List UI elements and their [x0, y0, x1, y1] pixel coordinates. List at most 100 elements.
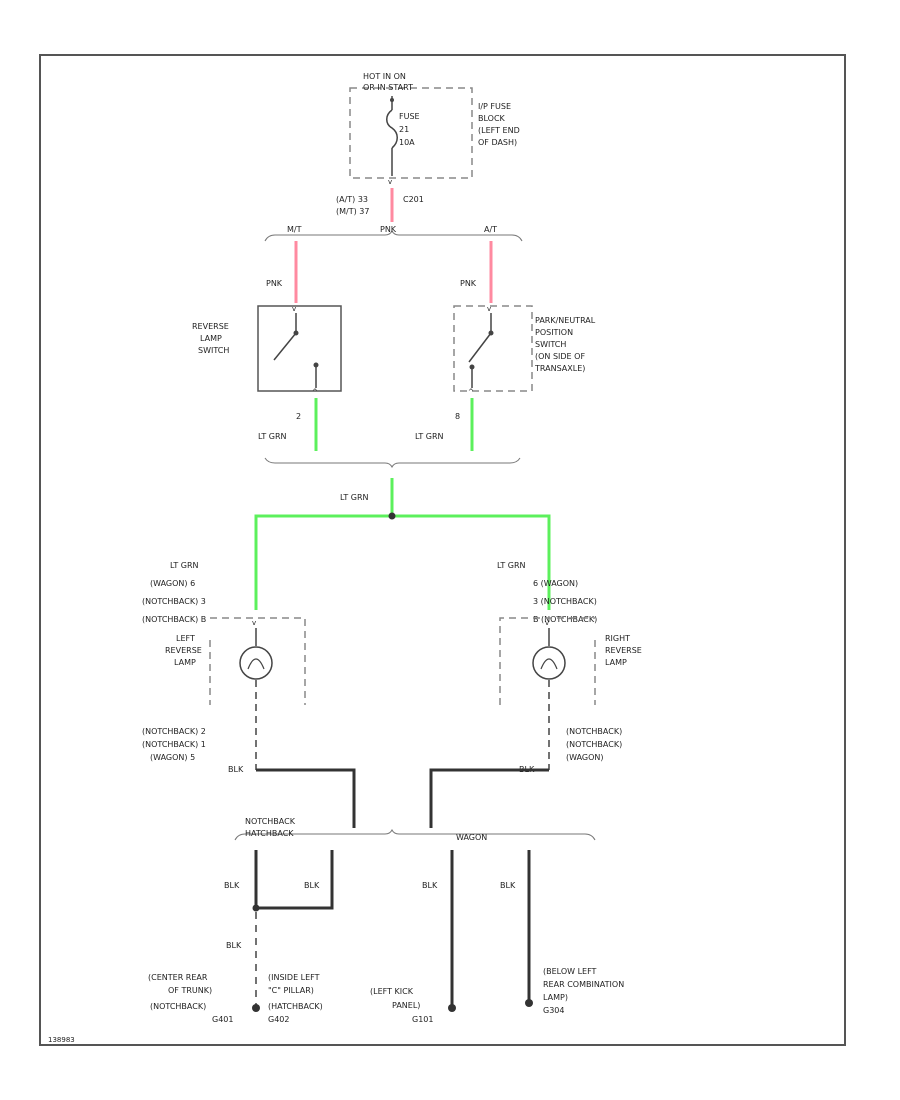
ground-g402-label-3: (HATCHBACK) [268, 1002, 323, 1011]
pn-switch-pin: 8 [455, 412, 460, 421]
branch-label-pnk: PNK [380, 225, 397, 234]
block-label-2: BLOCK [478, 114, 506, 123]
ground-wire-label-1: BLK [224, 881, 240, 890]
right-lamp-bulb-icon [532, 646, 566, 680]
circuit-label-2: (M/T) 37 [336, 207, 369, 216]
ground-splice [252, 904, 260, 912]
left-lamp-wire: LT GRN [170, 561, 199, 570]
branch-label-mt: M/T [287, 225, 302, 234]
black-wire-right-return [429, 768, 549, 828]
right-lamp-ground-3: (WAGON) [566, 753, 604, 762]
block-label-3: (LEFT END [478, 126, 520, 135]
black-wire-left-return [256, 768, 356, 828]
splice-wire-label: LT GRN [340, 493, 369, 502]
right-lamp-label-1: RIGHT [605, 634, 630, 643]
reverse-switch-wire-in: PNK [266, 279, 283, 288]
right-lamp-label-3: LAMP [605, 658, 627, 667]
left-lamp-ground-3: (WAGON) 5 [150, 753, 195, 762]
reverse-switch-label-3: SWITCH [198, 346, 229, 355]
ground-g304-label-3: LAMP) [543, 993, 568, 1002]
left-lamp-label-1: LEFT [176, 634, 195, 643]
left-lamp-label-2: REVERSE [165, 646, 202, 655]
right-lamp-ground-1: (NOTCHBACK) [566, 727, 622, 736]
ground-g401-label-3: (NOTCHBACK) [150, 1002, 206, 1011]
pink-branch-brace [264, 229, 523, 242]
left-lamp-conn-2: (NOTCHBACK) 3 [142, 597, 206, 606]
connector-arrow-icon: v [388, 178, 392, 186]
ground-g402-label-1: (INSIDE LEFT [268, 973, 320, 982]
ground-point-g401 [252, 1004, 260, 1012]
ground-g401-label-1: (CENTER REAR [148, 973, 208, 982]
fuse-label: FUSE [399, 112, 420, 121]
ground-g401-label-4: G401 [212, 1015, 233, 1024]
ground-g304-label-1: (BELOW LEFT [543, 967, 597, 976]
ground-g402-label-4: G402 [268, 1015, 289, 1024]
reverse-switch-terminal-icon: v [292, 305, 296, 313]
right-lamp-wire: LT GRN [497, 561, 526, 570]
splice-point [388, 512, 396, 520]
pn-switch-label-1: PARK/NEUTRAL [535, 316, 596, 325]
ground-brace-notchback: NOTCHBACK [245, 817, 296, 826]
right-lamp-conn-1: 6 (WAGON) [533, 579, 578, 588]
fuse-icon [386, 109, 398, 149]
fuse-number: 21 [399, 125, 409, 134]
ground-brace [234, 828, 596, 841]
pn-switch-label-5: TRANSAXLE) [534, 364, 585, 373]
left-lamp-conn-3: (NOTCHBACK) B [142, 615, 206, 624]
pn-switch-terminal-icon: v [487, 305, 491, 313]
right-lamp-conn-2: 3 (NOTCHBACK) [533, 597, 597, 606]
ground-point-g304 [525, 999, 533, 1007]
pn-switch-contact-icon [468, 332, 492, 363]
diagram-id: 138983 [48, 1036, 75, 1044]
svg-text:^: ^ [468, 388, 474, 396]
left-lamp-conn-1: (WAGON) 6 [150, 579, 195, 588]
svg-text:^: ^ [312, 388, 318, 396]
ground-g402-label-2: "C" PILLAR) [268, 986, 314, 995]
pn-switch-wire-in: PNK [460, 279, 477, 288]
fuse-block: HOT IN ON OR IN START FUSE 21 10A I/P FU… [349, 72, 520, 179]
branch-label-at: A/T [484, 225, 497, 234]
reverse-switch-label-1: REVERSE [192, 322, 229, 331]
left-lamp-terminal-icon: v [252, 619, 256, 627]
left-lamp-ground-wire: BLK [228, 765, 244, 774]
park-neutral-switch: PNK v ^ PARK/NEUTRAL POSITION SWITCH (ON… [415, 279, 596, 441]
right-lamp-label-2: REVERSE [605, 646, 642, 655]
connector-label: C201 [403, 195, 424, 204]
left-reverse-lamp: LT GRN (WAGON) 6 (NOTCHBACK) 3 (NOTCHBAC… [142, 561, 306, 774]
ground-g101-label-3: G101 [412, 1015, 433, 1024]
ground-wire-hatchback [256, 850, 334, 910]
reverse-switch-wire-out: LT GRN [258, 432, 287, 441]
right-lamp-ground-2: (NOTCHBACK) [566, 740, 622, 749]
fuse-terminal [390, 98, 394, 102]
reverse-switch-pin: 2 [296, 412, 301, 421]
ground-wire-label-5: BLK [226, 941, 242, 950]
ground-point-g101 [448, 1004, 456, 1012]
ground-g304-label-2: REAR COMBINATION [543, 980, 624, 989]
left-lamp-label-3: LAMP [174, 658, 196, 667]
reverse-switch-label-2: LAMP [200, 334, 222, 343]
left-lamp-ground-2: (NOTCHBACK) 1 [142, 740, 206, 749]
left-lamp-ground-1: (NOTCHBACK) 2 [142, 727, 206, 736]
source-label-1: HOT IN ON [363, 72, 406, 81]
circuit-label-1: (A/T) 33 [336, 195, 368, 204]
reverse-lamp-switch: PNK v ^ REVERSE LAMP SWITCH 2 LT GRN [192, 279, 342, 441]
ground-g101-label-2: PANEL) [392, 1001, 420, 1010]
right-reverse-lamp: LT GRN 6 (WAGON) 3 (NOTCHBACK) B (NOTCHB… [497, 561, 642, 774]
ground-wire-label-3: BLK [422, 881, 438, 890]
pn-switch-label-2: POSITION [535, 328, 573, 337]
pn-switch-label-3: SWITCH [535, 340, 566, 349]
green-wire-distribution [254, 514, 551, 610]
ground-brace-wagon: WAGON [456, 833, 487, 842]
left-lamp-bulb-icon [239, 646, 273, 680]
green-merge-brace [264, 457, 521, 469]
right-lamp-conn-3: B (NOTCHBACK) [533, 615, 597, 624]
ground-brace-hatchback: HATCHBACK [245, 829, 294, 838]
source-label-2: OR IN START [363, 83, 413, 92]
pn-switch-wire-out: LT GRN [415, 432, 444, 441]
ground-g304-label-4: G304 [543, 1006, 564, 1015]
ground-wire-label-4: BLK [500, 881, 516, 890]
right-lamp-terminal-icon: v [545, 619, 549, 627]
block-label-1: I/P FUSE [478, 102, 511, 111]
ground-g401-label-2: OF TRUNK) [168, 986, 212, 995]
